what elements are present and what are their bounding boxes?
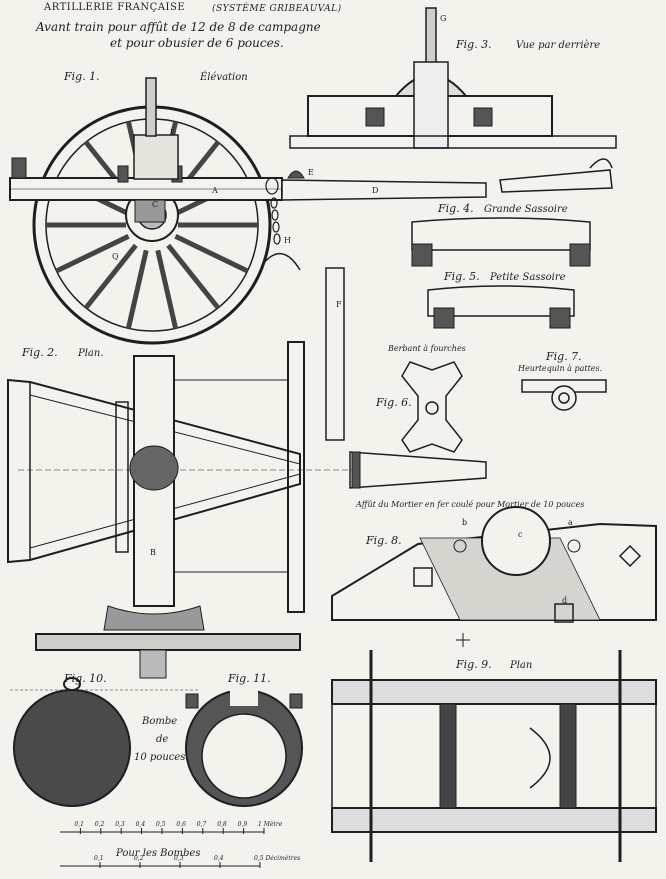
fig11-bomb-section: [185, 688, 303, 807]
part-label-Q: Q: [112, 252, 119, 261]
fig10-label: Fig. 10.: [64, 672, 107, 685]
fig5-caption: Petite Sassoire: [490, 272, 566, 283]
bomb-text-2: de: [156, 734, 169, 745]
wheel-spoke: [166, 243, 221, 310]
part-label-B: B: [150, 548, 156, 557]
wheel-spoke: [83, 243, 138, 310]
scale-tick-label: 0,5 Décimètres: [254, 855, 300, 862]
scale-tick-label: 0,9: [238, 821, 248, 828]
scale-tick-label: 0,5: [156, 821, 166, 828]
scale-tick-label: 0,2: [134, 855, 144, 862]
wheel-spoke: [125, 249, 149, 329]
part-label-b: b: [462, 518, 468, 527]
fig1-label: Fig. 1.: [64, 70, 100, 83]
part-label-F: F: [336, 300, 342, 309]
scale-tick-label: 1 Mètre: [258, 821, 283, 828]
scale-tick-label: 0,7: [197, 821, 207, 828]
fig6-caption: Berbant à fourches: [388, 344, 466, 353]
plate-system: (SYSTÈME GRIBEAUVAL): [212, 4, 342, 14]
scale-tick-label: 0,1: [94, 855, 104, 862]
bomb-sphere: [13, 689, 131, 807]
scale-tick-label: 0,6: [176, 821, 186, 828]
wheel-spoke: [155, 249, 179, 329]
scale-tick-label: 0,3: [174, 855, 184, 862]
part-label-H: H: [284, 236, 291, 245]
fig8-mortar-carriage: [331, 506, 657, 623]
plate-subtitle-1: Avant train pour affût de 12 de 8 de cam…: [36, 20, 321, 34]
scale-tick-label: 0,4: [214, 855, 224, 862]
fig2-plan: [7, 267, 487, 679]
scale-bombs-caption: Pour les Bombes: [116, 848, 201, 859]
chain: [261, 177, 301, 271]
fig10-bomb: [10, 677, 200, 807]
fig8-label: Fig. 8.: [366, 534, 402, 547]
scale-meters: 0,1 0,2 0,3 0,4 0,5 0,6 0,7 0,8 0,9 1 Mètre: [60, 821, 283, 834]
fig6-label: Fig. 6.: [376, 396, 412, 409]
fig1-caption: Élévation: [200, 72, 248, 83]
fig9-mortar-plan: [331, 650, 657, 862]
pintle-post: [145, 77, 157, 137]
fig6-berbant: [401, 361, 463, 453]
pole-tongue: [349, 451, 487, 489]
fig4-label: Fig. 4.: [438, 202, 474, 215]
mortar-trunnion: [481, 506, 551, 576]
part-label-D: D: [372, 186, 379, 195]
fig11-label: Fig. 11.: [228, 672, 271, 685]
scale-bombs: 0,1 0,2 0,3 0,4 0,5 Décimètres: [60, 855, 300, 868]
part-label-G: G: [440, 14, 447, 23]
part-label-I: I: [170, 128, 174, 137]
wheel-spoke: [174, 234, 249, 274]
plate-title: ARTILLERIE FRANÇAISE: [44, 2, 186, 13]
part-label-C: C: [152, 200, 159, 209]
fig5-petite-sassoire: [427, 285, 575, 329]
fig4-grande-sassoire: [411, 217, 591, 267]
fig7-caption: Heurtequin à pattes.: [518, 364, 603, 373]
fig8-caption: Affût du Mortier en fer coulé pour Morti…: [356, 500, 585, 509]
crosshair-cursor: [456, 633, 470, 647]
wheel-plan: [35, 633, 301, 651]
fig3-label: Fig. 3.: [456, 38, 492, 51]
fig4-caption: Grande Sassoire: [484, 204, 568, 215]
scale-tick-label: 0,2: [95, 821, 105, 828]
cross-bar: [115, 401, 129, 553]
fig9-caption: Plan: [510, 660, 533, 671]
pintle-post-rear: [425, 7, 437, 69]
wheel-spoke: [55, 234, 130, 274]
part-label-E: E: [308, 168, 314, 177]
bomb-text-3: 10 pouces: [134, 752, 186, 763]
fig5-label: Fig. 5.: [444, 270, 480, 283]
plate-subtitle-2: et pour obusier de 6 pouces.: [110, 36, 284, 50]
fig7-heurtequin: [521, 379, 607, 411]
limber-pole: [281, 179, 487, 201]
part-label-c: c: [518, 530, 523, 539]
scale-tick-label: 0,4: [136, 821, 146, 828]
fig3-rear-view: [289, 7, 617, 149]
part-label-a: a: [568, 518, 573, 527]
scale-tick-label: 0,1: [74, 821, 84, 828]
fig1-elevation: [9, 77, 613, 345]
fig2-caption: Plan.: [78, 348, 104, 359]
fig3-caption: Vue par derrière: [516, 40, 601, 51]
scale-tick-label: 0,8: [217, 821, 227, 828]
fig2-label: Fig. 2.: [22, 346, 58, 359]
part-label-A: A: [212, 186, 218, 195]
part-label-d: d: [562, 596, 568, 605]
fig9-label: Fig. 9.: [456, 658, 492, 671]
bomb-text-1: Bombe: [142, 716, 178, 727]
scale-tick-label: 0,3: [115, 821, 125, 828]
fig7-label: Fig. 7.: [546, 350, 582, 363]
